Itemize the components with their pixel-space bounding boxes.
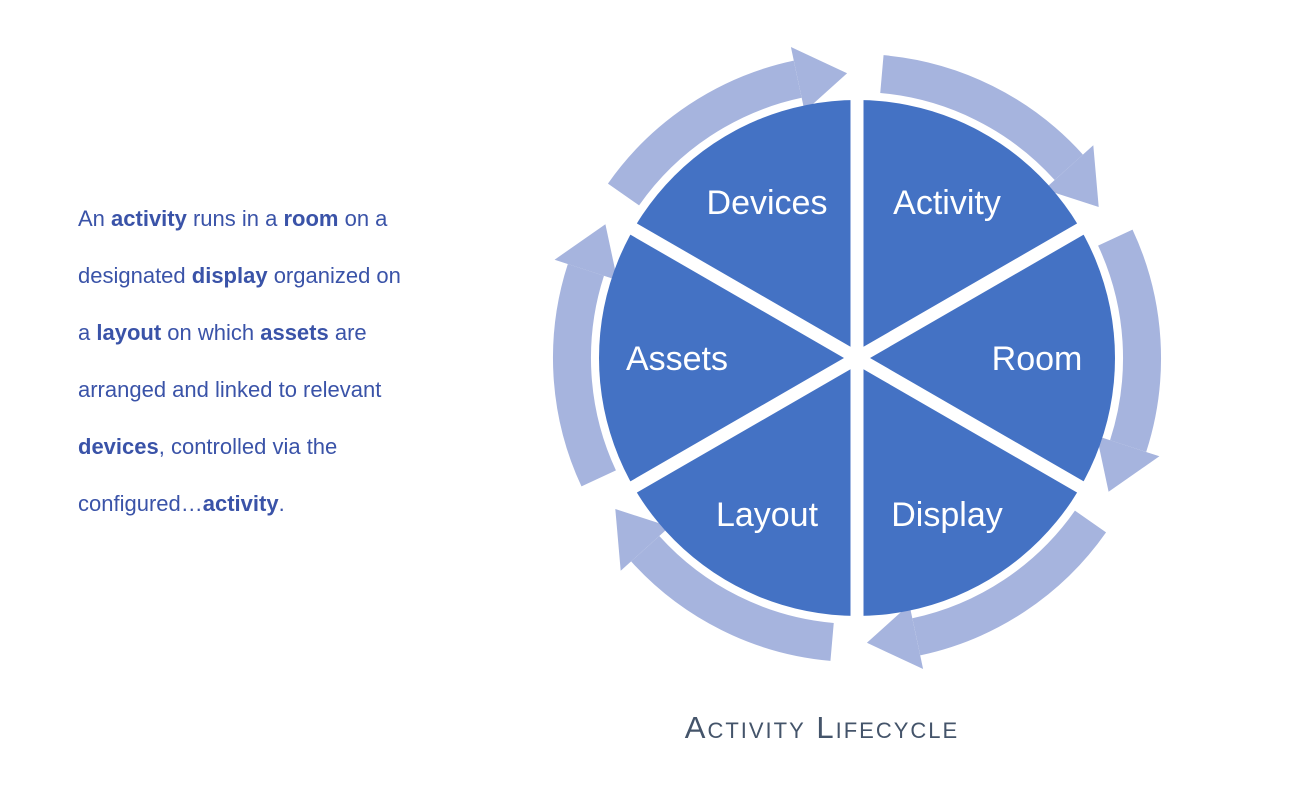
bold-term: display (191, 263, 268, 288)
text-run: on a (338, 206, 388, 231)
paragraph-line: An activity runs in a room on a (78, 190, 508, 247)
bold-term: room (283, 206, 339, 231)
bold-term: activity (111, 206, 187, 231)
ring-arc-room (1097, 229, 1161, 452)
arrowhead-icon (615, 509, 670, 571)
arrowhead-icon (1096, 435, 1160, 492)
activity-lifecycle-diagram: Devices Activity Room Display Layout Ass… (553, 36, 1161, 680)
text-run: organized on (267, 263, 401, 288)
ring-arc-assets (553, 264, 617, 487)
text-run: , controlled via the (158, 434, 338, 459)
ring-arc-display (912, 510, 1107, 656)
separator-line (853, 352, 1140, 525)
text-run: runs in a (186, 206, 284, 231)
wedge-separators (574, 36, 1140, 680)
paragraph-line: devices, controlled via the (78, 418, 508, 475)
bold-term: layout (96, 320, 162, 345)
text-run: arranged and linked to relevant (78, 377, 382, 402)
segment-label-assets: Assets (626, 340, 728, 378)
text-run: An (78, 206, 112, 231)
text-run: configured… (78, 491, 203, 516)
diagram-title: Activity Lifecycle (684, 710, 960, 745)
paragraph-line: configured…activity. (78, 475, 508, 532)
ring-arc-activity (880, 55, 1083, 181)
arrowhead-icon (554, 224, 618, 281)
text-run: designated (78, 263, 192, 288)
paragraph-line: a layout on which assets are (78, 304, 508, 361)
segment-labels: Devices Activity Room Display Layout Ass… (626, 184, 1082, 534)
text-run: on which (161, 320, 261, 345)
segment-label-activity: Activity (893, 184, 1001, 222)
text-run: are (328, 320, 367, 345)
cycle-ring (553, 47, 1161, 669)
bold-term: activity (202, 491, 279, 516)
segment-label-devices: Devices (707, 184, 828, 222)
arrowhead-icon (1044, 145, 1099, 207)
paragraph-line: designated display organized on (78, 247, 508, 304)
ring-arc-devices (607, 60, 802, 206)
separator-line (574, 352, 861, 525)
separator-line (853, 191, 1140, 364)
separator-line (574, 191, 861, 364)
arrowhead-icon (790, 47, 848, 112)
bold-term: assets (260, 320, 329, 345)
text-run: a (78, 320, 97, 345)
paragraph-line: arranged and linked to relevant (78, 361, 508, 418)
segment-label-layout: Layout (716, 496, 819, 534)
arrowhead-icon (866, 604, 924, 669)
segment-label-display: Display (891, 496, 1002, 534)
bold-term: devices (78, 434, 159, 459)
segment-label-room: Room (992, 340, 1083, 378)
text-run: . (278, 491, 285, 516)
ring-arc-layout (631, 535, 834, 661)
